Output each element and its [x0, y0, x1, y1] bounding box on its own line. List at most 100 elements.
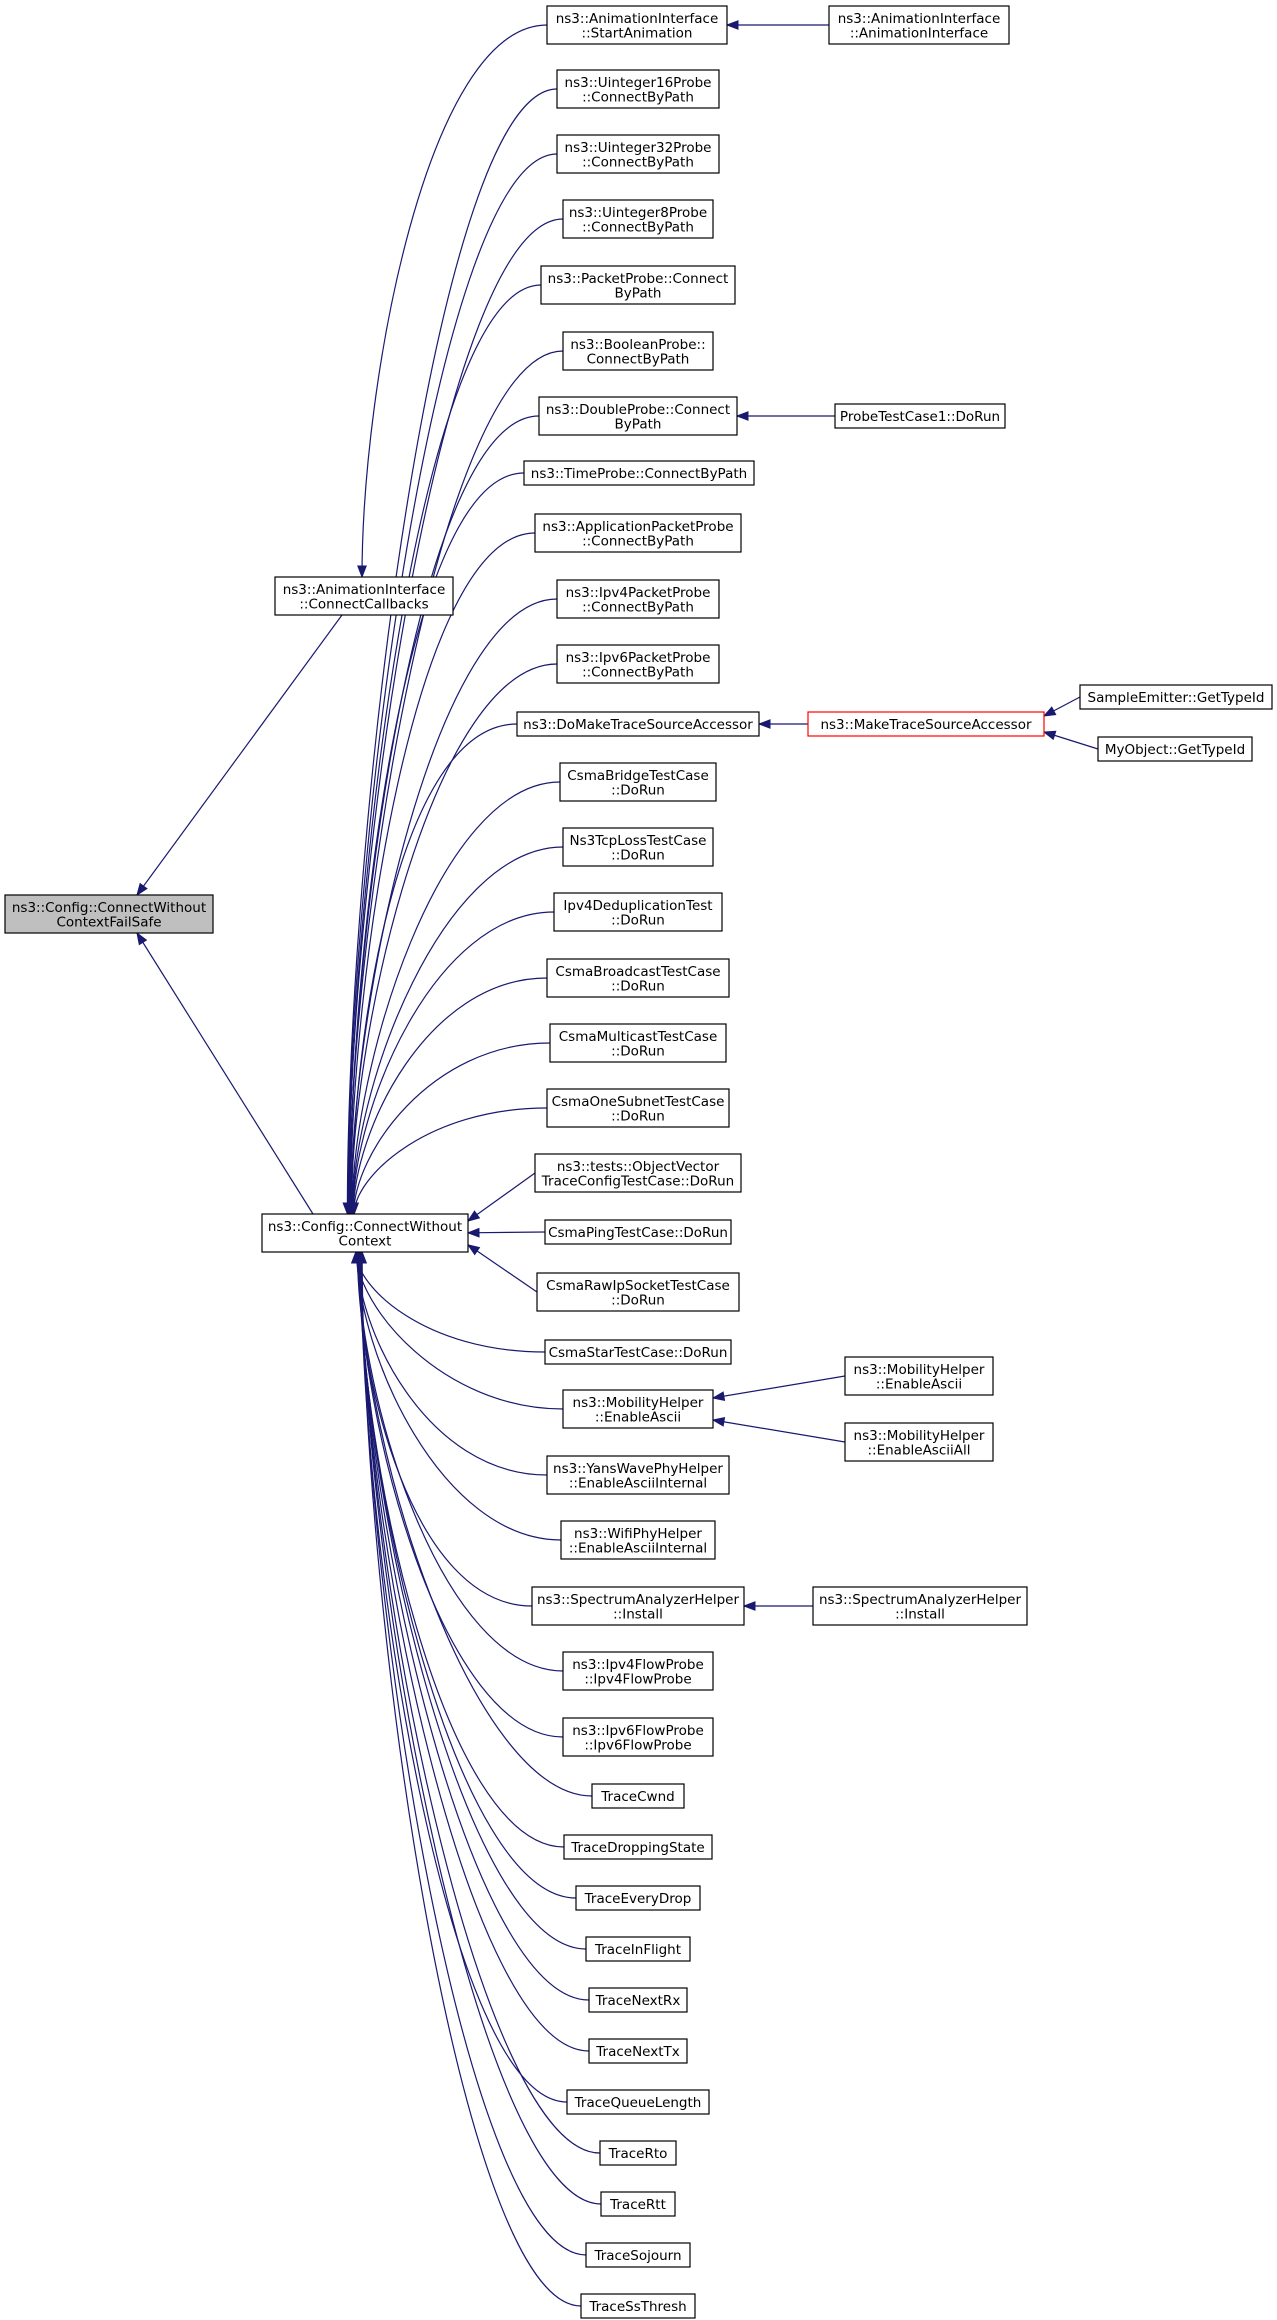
- node-aai[interactable]: ns3::AnimationInterface::AnimationInterf…: [828, 5, 1010, 45]
- node-u16[interactable]: ns3::Uinteger16Probe::ConnectByPath: [556, 69, 720, 109]
- edge-asa-to-acb: [361, 24, 548, 578]
- node-ip4p[interactable]: ns3::Ipv4PacketProbe::ConnectByPath: [556, 579, 720, 619]
- node-root[interactable]: ns3::Config::ConnectWithoutContextFailSa…: [4, 894, 214, 934]
- node-ptc[interactable]: ProbeTestCase1::DoRun: [834, 403, 1006, 429]
- edge-app-to-cwc: [349, 532, 536, 1215]
- node-wph[interactable]: ns3::WifiPhyHelper::EnableAsciiInternal: [560, 1520, 716, 1560]
- edge-ovt-to-cwc-arrowhead: [466, 1210, 481, 1222]
- node-cst[interactable]: CsmaStarTestCase::DoRun: [544, 1339, 732, 1365]
- node-tss[interactable]: TraceSsThresh: [580, 2293, 696, 2319]
- node-acb[interactable]: ns3::AnimationInterface::ConnectCallback…: [274, 576, 454, 616]
- edge-tss-to-cwc: [361, 1251, 582, 2307]
- node-mhea-label-line-2: ::EnableAscii: [595, 1409, 681, 1425]
- node-cos[interactable]: CsmaOneSubnetTestCase::DoRun: [546, 1088, 730, 1128]
- node-tql[interactable]: TraceQueueLength: [566, 2089, 710, 2115]
- node-u8-box: [562, 199, 714, 239]
- node-crt-label-line-2: ::DoRun: [611, 1292, 665, 1308]
- node-i6fp-label-line-1: ns3::Ipv6FlowProbe: [572, 1723, 704, 1739]
- node-tnr[interactable]: TraceNextRx: [588, 1987, 688, 2013]
- node-cmt-label-line-2: ::DoRun: [611, 1043, 665, 1059]
- node-ywp[interactable]: ns3::YansWavePhyHelper::EnableAsciiInter…: [546, 1455, 730, 1495]
- node-mhea2-box: [844, 1356, 994, 1396]
- node-aai-label-line-1: ns3::AnimationInterface: [838, 11, 1001, 27]
- node-ipd[interactable]: Ipv4DeduplicationTest::DoRun: [553, 892, 723, 932]
- node-app[interactable]: ns3::ApplicationPacketProbe::ConnectByPa…: [534, 513, 742, 553]
- node-mhea2-label-line-2: ::EnableAscii: [876, 1376, 962, 1392]
- node-sah-label-line-1: ns3::SpectrumAnalyzerHelper: [537, 1592, 740, 1608]
- edge-tss-to-cwc-arrowhead: [357, 1250, 368, 1264]
- node-ovt[interactable]: ns3::tests::ObjectVectorTraceConfigTestC…: [534, 1153, 742, 1193]
- node-mhea2[interactable]: ns3::MobilityHelper::EnableAscii: [844, 1356, 994, 1396]
- node-u8[interactable]: ns3::Uinteger8Probe::ConnectByPath: [562, 199, 714, 239]
- node-cmt[interactable]: CsmaMulticastTestCase::DoRun: [549, 1023, 727, 1063]
- node-sah[interactable]: ns3::SpectrumAnalyzerHelper::Install: [531, 1586, 745, 1626]
- node-tif[interactable]: TraceInFlight: [585, 1936, 691, 1962]
- node-ns3t[interactable]: Ns3TcpLossTestCase::DoRun: [562, 827, 714, 867]
- node-i4fp-label-line-1: ns3::Ipv4FlowProbe: [572, 1657, 704, 1673]
- node-cmt-box: [549, 1023, 727, 1063]
- call-graph-nodes: ns3::Config::ConnectWithout ContextFailSa…: [4, 5, 1273, 2319]
- node-mheaa-label-line-1: ns3::MobilityHelper: [854, 1428, 985, 1444]
- edge-cpt-to-cwc: [467, 1231, 546, 1234]
- node-trtt[interactable]: TraceRtt: [600, 2191, 676, 2217]
- node-tnr-box: [588, 1987, 688, 2013]
- node-u16-box: [556, 69, 720, 109]
- node-crt[interactable]: CsmaRawIpSocketTestCase::DoRun: [536, 1272, 740, 1312]
- node-pp-label-line-1: ns3::PacketProbe::Connect: [548, 271, 729, 287]
- node-cwc-label-line-1: ns3::Config::ConnectWithout: [268, 1219, 462, 1235]
- edge-mhea2-to-mhea-arrowhead: [711, 1391, 726, 1401]
- edge-mog-to-mtsa-arrowhead: [1042, 730, 1057, 741]
- node-tnt[interactable]: TraceNextTx: [588, 2038, 688, 2064]
- node-trto[interactable]: TraceRto: [599, 2140, 677, 2166]
- node-crt-box: [536, 1272, 740, 1312]
- edge-ns3t-to-cwc: [351, 846, 564, 1215]
- node-ip4p-label-line-2: ::ConnectByPath: [582, 599, 694, 615]
- node-pp[interactable]: ns3::PacketProbe::ConnectByPath: [540, 265, 736, 305]
- node-tnt-box: [588, 2038, 688, 2064]
- node-cbc[interactable]: CsmaBroadcastTestCase::DoRun: [546, 958, 730, 998]
- node-i4fp[interactable]: ns3::Ipv4FlowProbe::Ipv4FlowProbe: [562, 1651, 714, 1691]
- node-ted[interactable]: TraceEveryDrop: [575, 1885, 701, 1911]
- node-tcw[interactable]: TraceCwnd: [591, 1783, 685, 1809]
- node-seg[interactable]: SampleEmitter::GetTypeId: [1079, 684, 1273, 710]
- node-tnr-label-line-1: TraceNextRx: [595, 1993, 681, 2009]
- node-root-label-line-2: ContextFailSafe: [56, 914, 161, 930]
- node-tif-label-line-1: TraceInFlight: [594, 1942, 681, 1958]
- node-ipd-label-line-2: ::DoRun: [611, 912, 665, 928]
- edge-seg-to-mtsa-arrowhead: [1042, 706, 1057, 717]
- node-cpt[interactable]: CsmaPingTestCase::DoRun: [544, 1219, 732, 1245]
- node-asa-label-line-1: ns3::AnimationInterface: [556, 11, 719, 27]
- node-u32[interactable]: ns3::Uinteger32Probe::ConnectByPath: [556, 134, 720, 174]
- node-u16-label-line-1: ns3::Uinteger16Probe: [565, 75, 712, 91]
- node-dp-box: [538, 396, 738, 436]
- node-cwc-box: [261, 1213, 469, 1253]
- node-ip6p-box: [556, 644, 720, 684]
- node-tds[interactable]: TraceDroppingState: [563, 1834, 713, 1860]
- node-wph-box: [560, 1520, 716, 1560]
- node-mhea-box: [562, 1389, 714, 1429]
- node-dmt[interactable]: ns3::DoMakeTraceSourceAccessor: [516, 711, 760, 737]
- node-sah2[interactable]: ns3::SpectrumAnalyzerHelper::Install: [812, 1586, 1028, 1626]
- node-mog[interactable]: MyObject::GetTypeId: [1097, 736, 1253, 762]
- node-tp-label-line-1: ns3::TimeProbe::ConnectByPath: [531, 466, 747, 482]
- node-asa[interactable]: ns3::AnimationInterface::StartAnimation: [546, 5, 728, 45]
- edge-tql-to-cwc: [360, 1251, 568, 2103]
- node-dp[interactable]: ns3::DoubleProbe::ConnectByPath: [538, 396, 738, 436]
- edge-mhea-to-cwc: [355, 1251, 564, 1410]
- node-i6fp[interactable]: ns3::Ipv6FlowProbe::Ipv6FlowProbe: [562, 1717, 714, 1757]
- node-tnt-label-line-1: TraceNextTx: [595, 2044, 680, 2060]
- node-bp[interactable]: ns3::BooleanProbe::ConnectByPath: [562, 331, 714, 371]
- node-mtsa[interactable]: ns3::MakeTraceSourceAccessor: [807, 711, 1045, 737]
- node-ted-label-line-1: TraceEveryDrop: [584, 1891, 692, 1907]
- edge-mhea2-to-mhea: [712, 1375, 846, 1399]
- node-tp[interactable]: ns3::TimeProbe::ConnectByPath: [523, 460, 755, 486]
- node-tds-box: [563, 1834, 713, 1860]
- node-cos-label-line-2: ::DoRun: [611, 1108, 665, 1124]
- node-tsj[interactable]: TraceSojourn: [585, 2242, 691, 2268]
- node-ip6p[interactable]: ns3::Ipv6PacketProbe::ConnectByPath: [556, 644, 720, 684]
- node-acb-label-line-2: ::ConnectCallbacks: [299, 596, 428, 612]
- node-cbt[interactable]: CsmaBridgeTestCase::DoRun: [559, 762, 717, 802]
- node-mhea[interactable]: ns3::MobilityHelper::EnableAscii: [562, 1389, 714, 1429]
- node-mheaa[interactable]: ns3::MobilityHelper::EnableAsciiAll: [844, 1422, 994, 1462]
